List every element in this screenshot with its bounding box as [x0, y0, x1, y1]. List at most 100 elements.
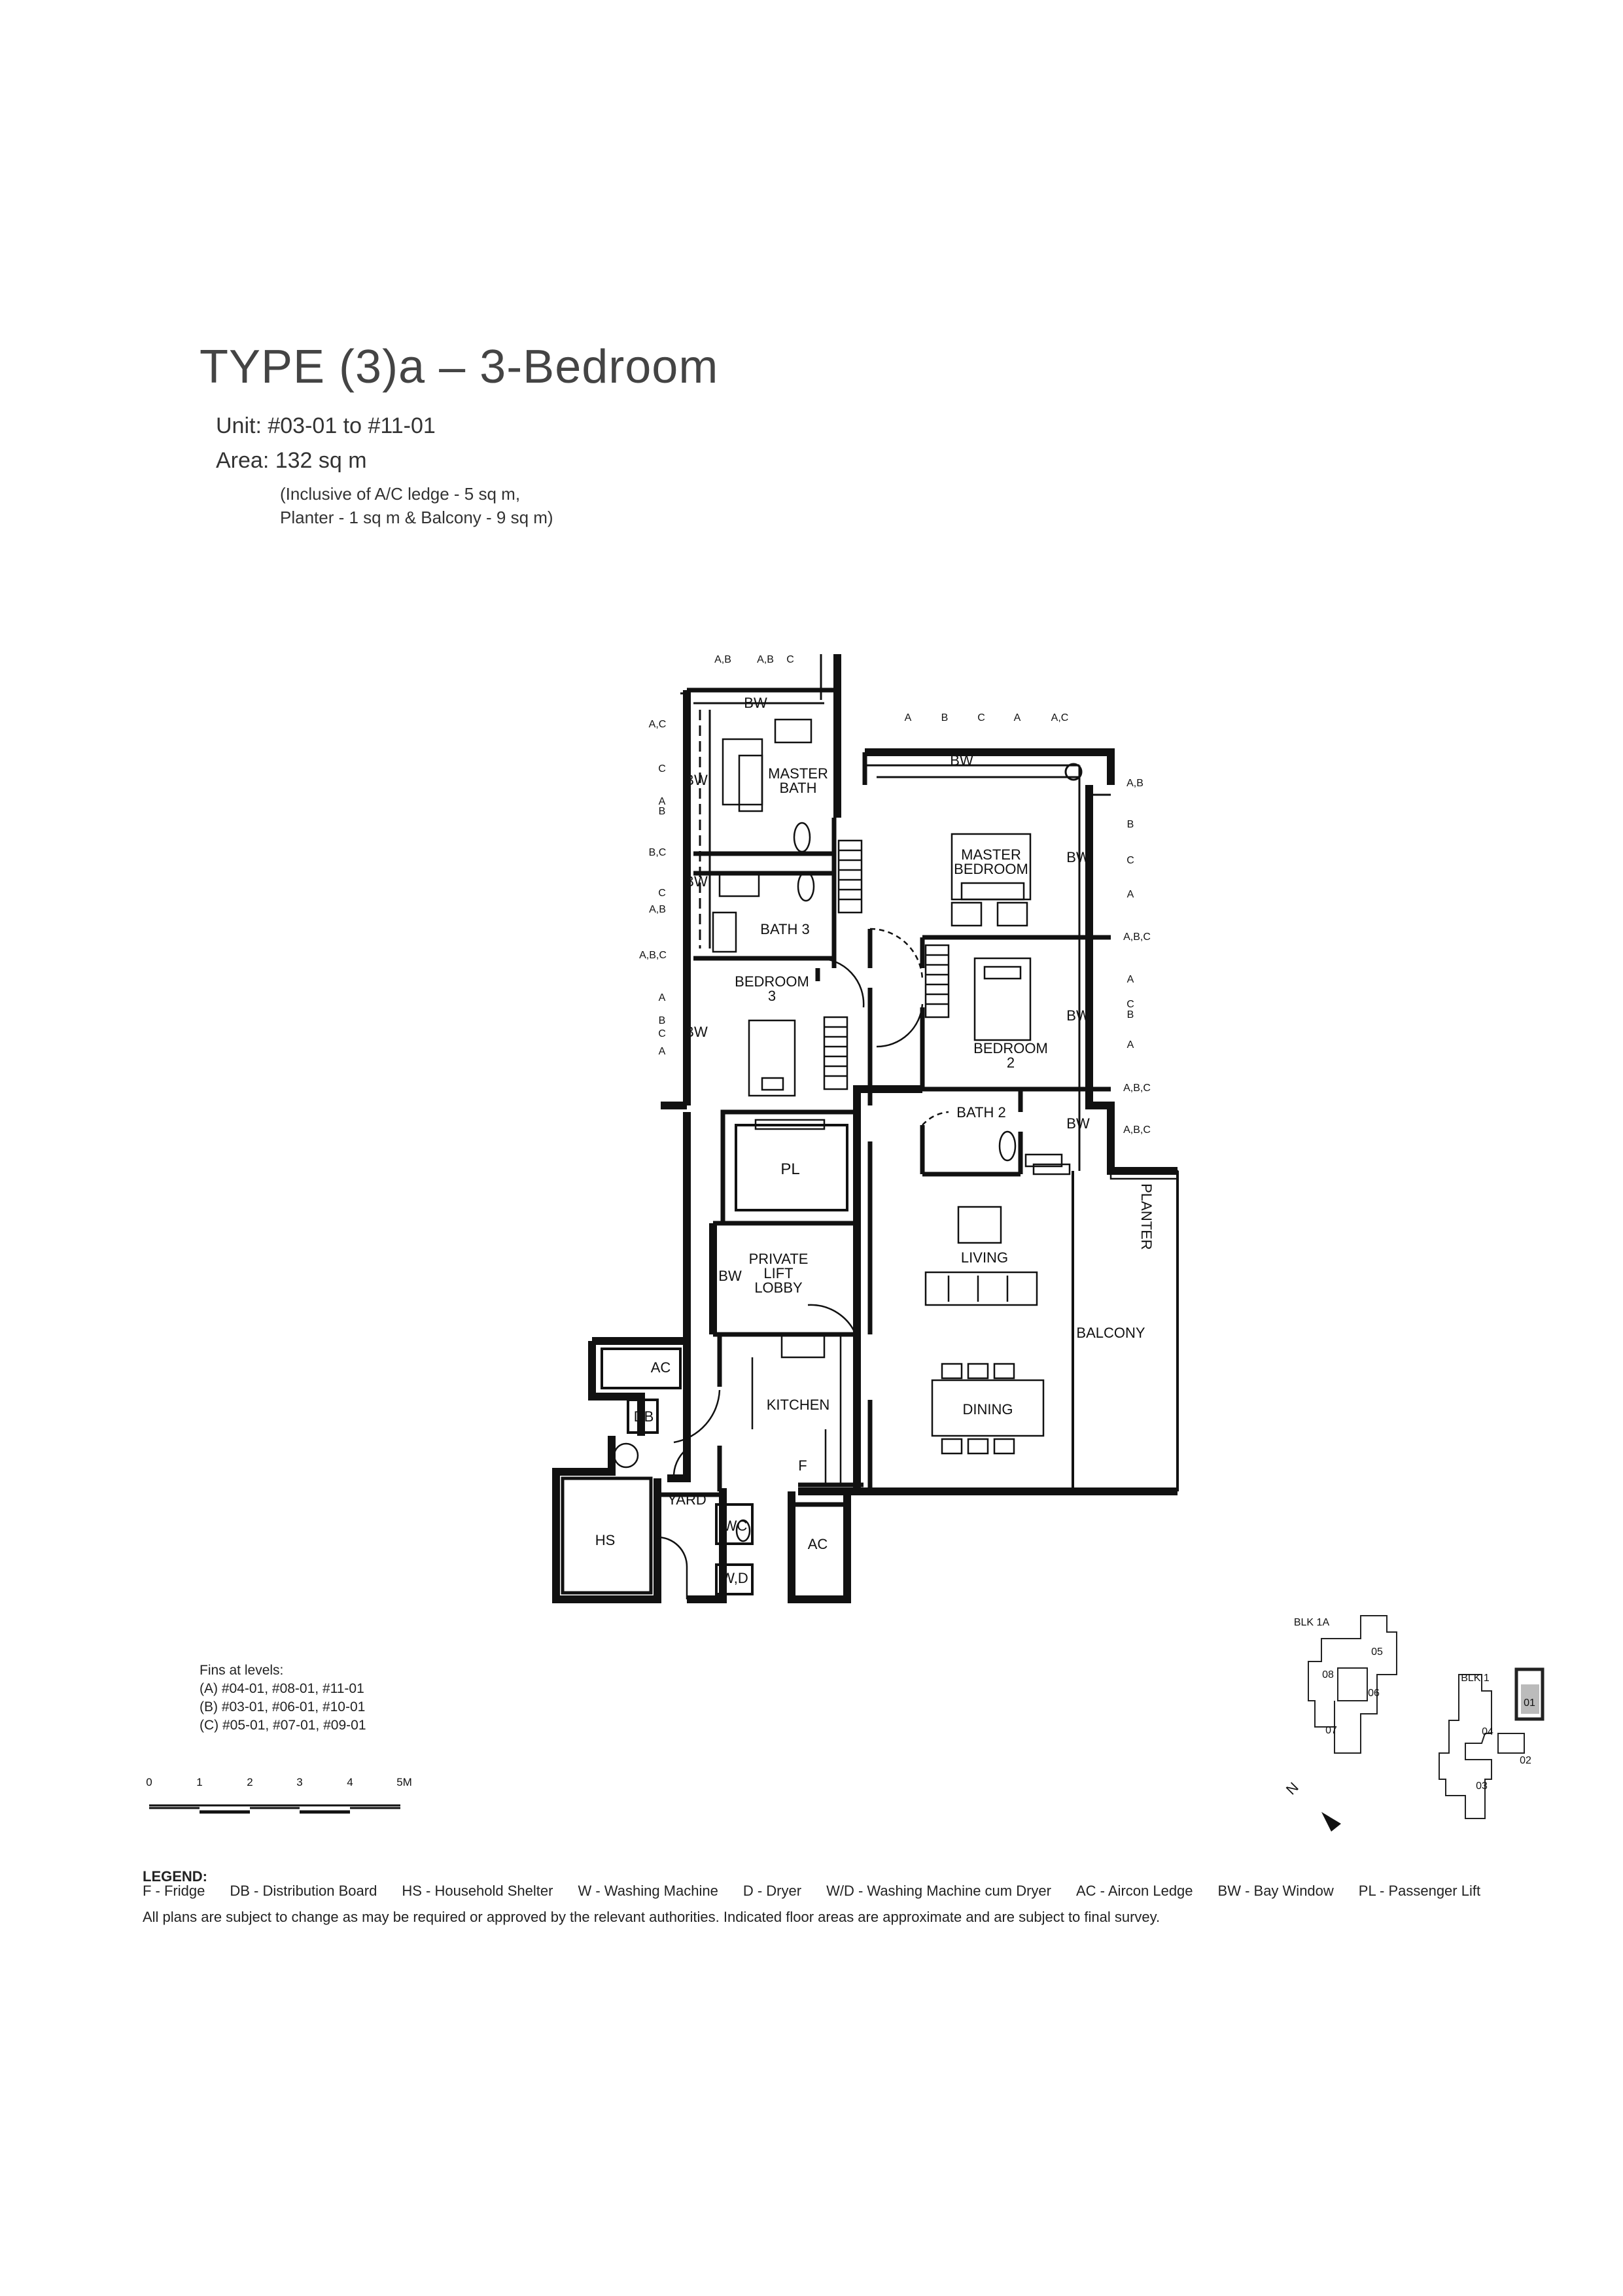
fin-left-10: B	[659, 1015, 666, 1026]
fin-left-11: C	[658, 1028, 666, 1039]
fin-right-5: A,B,C	[1123, 931, 1151, 943]
bedroom3-label-2: 3	[768, 988, 776, 1004]
master-bedroom-label-2: BEDROOM	[954, 861, 1028, 877]
legend-items: F - Fridge DB - Distribution Board HS - …	[143, 1883, 1582, 1900]
area-note-2: Planter - 1 sq m & Balcony - 9 sq m)	[280, 508, 553, 527]
bedroom2-label-1: BEDROOM	[973, 1040, 1048, 1056]
fin-right-7: C	[1126, 999, 1134, 1010]
fin-left-8: A,B,C	[639, 950, 667, 961]
db-label: DB	[634, 1408, 654, 1425]
fins-a: (A) #04-01, #08-01, #11-01	[200, 1681, 364, 1696]
bw-label-master-bedroom: BW	[1066, 849, 1090, 865]
bedroom2-label-2: 2	[1007, 1054, 1015, 1071]
keyplan-07: 07	[1325, 1725, 1337, 1736]
bw-label-master-bath: BW	[684, 772, 708, 788]
bedroom3-label-1: BEDROOM	[735, 973, 809, 990]
legend-item: HS - Household Shelter	[402, 1883, 553, 1899]
planter-label: PLANTER	[1138, 1183, 1155, 1249]
ac-label-top: AC	[651, 1359, 671, 1376]
keyplan-01: 01	[1524, 1697, 1535, 1709]
hs-label: HS	[595, 1532, 616, 1548]
fin-right-2: B	[1127, 819, 1134, 830]
bw-label-right-top: BW	[950, 752, 973, 769]
unit-range: Unit: #03-01 to #11-01	[216, 413, 436, 438]
fins-heading: Fins at levels:	[200, 1663, 284, 1678]
fin-top-2: A,B	[757, 654, 774, 665]
scale-4: 4	[347, 1776, 353, 1788]
bay-windows	[680, 654, 1111, 1171]
fin-top-1: A,B	[714, 654, 731, 665]
outer-walls	[552, 654, 1178, 1603]
stair-hatch-1	[837, 839, 863, 914]
fin-right-10: A,B,C	[1123, 1083, 1151, 1094]
keyplan-04: 04	[1482, 1726, 1493, 1737]
bath2-label: BATH 2	[956, 1104, 1005, 1121]
fins-c: (C) #05-01, #07-01, #09-01	[200, 1718, 366, 1733]
fin-left-9: A	[659, 992, 666, 1003]
fin-top-6: C	[977, 712, 985, 723]
fin-left-4: B	[659, 806, 666, 817]
fin-top-4: A	[905, 712, 912, 723]
fin-left-5: B,C	[649, 847, 667, 858]
bw-label-bath2: BW	[1066, 1115, 1090, 1132]
fixtures	[613, 718, 1179, 1542]
balcony-label: BALCONY	[1076, 1325, 1145, 1341]
fin-labels: A,B A,B C A B C A A,C A,C C A B B,C C A,…	[639, 654, 1151, 1136]
fin-right-4: A	[1127, 889, 1134, 900]
fin-right-8: B	[1127, 1009, 1134, 1020]
bw-label-bath3: BW	[684, 873, 708, 890]
master-bath-label-1: MASTER	[768, 765, 828, 782]
fin-top-3: C	[786, 654, 794, 665]
bw-label-bedroom3: BW	[684, 1024, 708, 1040]
fin-left-12: A	[659, 1046, 666, 1057]
legend-item: BW - Bay Window	[1217, 1883, 1334, 1899]
yard-label: YARD	[667, 1491, 707, 1508]
fin-top-8: A,C	[1051, 712, 1069, 723]
wd-label: W,D	[721, 1570, 748, 1586]
bath3-label: BATH 3	[760, 921, 809, 937]
master-bath-label-2: BATH	[779, 780, 816, 796]
keyplan-06: 06	[1368, 1688, 1380, 1699]
fin-right-11: A,B,C	[1123, 1124, 1151, 1136]
keyplan-02: 02	[1520, 1755, 1531, 1766]
key-plan	[1308, 1615, 1544, 1819]
fin-right-9: A	[1127, 1039, 1134, 1051]
fin-left-1: A,C	[649, 719, 667, 730]
keyplan-08: 08	[1322, 1669, 1334, 1680]
legend-item: W - Washing Machine	[578, 1883, 718, 1899]
scale-labels: 0 1 2 3 4 5M	[146, 1776, 412, 1788]
blk-1a-label: BLK 1A	[1294, 1617, 1330, 1628]
disclaimer: All plans are subject to change as may b…	[143, 1909, 1161, 1925]
fin-left-2: C	[658, 763, 666, 774]
room-labels: BW BW BW BW BW BW BW BW BW MASTER BATH M…	[595, 695, 1155, 1586]
stair-hatch-2	[823, 1016, 848, 1090]
legend-item: D - Dryer	[742, 1883, 802, 1899]
living-label: LIVING	[961, 1249, 1008, 1266]
legend-item: PL - Passenger Lift	[1358, 1883, 1481, 1899]
kitchen-label: KITCHEN	[767, 1397, 830, 1413]
scale-0: 0	[146, 1776, 152, 1788]
key-plan-labels: BLK 1A BLK 1 05 08 06 07 01 04 02 03	[1294, 1617, 1535, 1792]
fin-left-3: A	[659, 796, 666, 807]
fin-left-6: C	[658, 888, 666, 899]
fin-top-7: A	[1014, 712, 1021, 723]
scale-3: 3	[296, 1776, 302, 1788]
lobby-label-3: LOBBY	[754, 1279, 803, 1296]
legend-item: AC - Aircon Ledge	[1075, 1883, 1193, 1899]
bw-label-lobby: BW	[718, 1268, 742, 1284]
fin-right-1: A,B	[1126, 778, 1143, 789]
ac-label-bottom: AC	[808, 1536, 828, 1552]
area-note-1: (Inclusive of A/C ledge - 5 sq m,	[280, 484, 521, 504]
legend-item: DB - Distribution Board	[230, 1883, 377, 1899]
fin-top-5: B	[941, 712, 949, 723]
bw-label-top: BW	[744, 695, 767, 711]
lobby-label-1: PRIVATE	[749, 1251, 809, 1267]
north-arrow-icon: N	[1283, 1779, 1341, 1832]
fins-b: (B) #03-01, #06-01, #10-01	[200, 1699, 366, 1714]
fin-left-7: A,B	[649, 904, 666, 915]
blk-1-label: BLK 1	[1461, 1673, 1490, 1684]
stair-hatch-3	[924, 944, 950, 1018]
bw-label-bedroom2: BW	[1066, 1007, 1090, 1024]
legend-heading: LEGEND:	[143, 1868, 207, 1885]
